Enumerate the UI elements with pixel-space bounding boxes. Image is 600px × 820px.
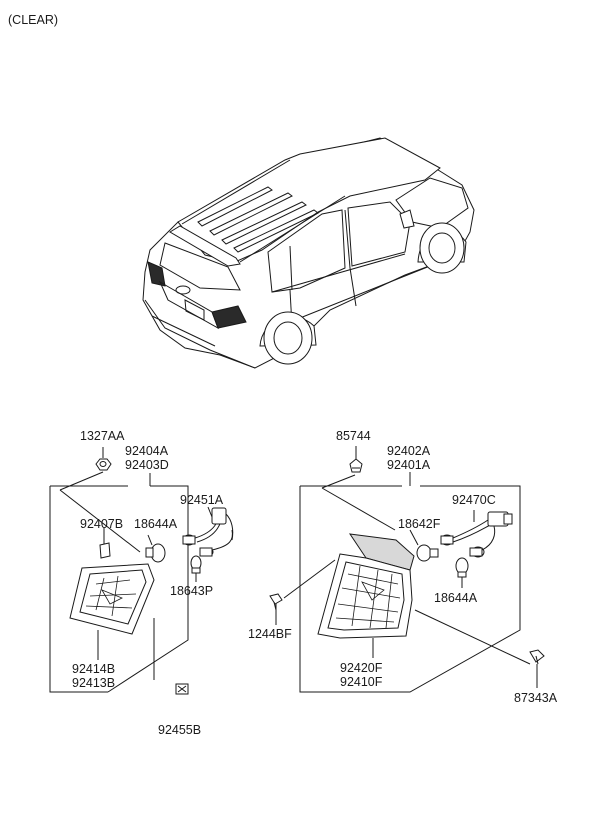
label-92414B: 92414B [72,662,115,676]
connector-92407B [99,542,111,559]
label-92407B: 92407B [80,517,123,531]
label-85744: 85744 [336,429,371,443]
clip-85744 [349,458,363,473]
bulb-18643P [190,555,202,574]
label-92470C: 92470C [452,493,496,507]
label-87343A: 87343A [514,691,558,705]
left-assembly [49,447,234,695]
label-92420F: 92420F [340,661,383,675]
nut-1327AA [95,458,112,471]
label-92404A: 92404A [125,444,169,458]
label-92403D: 92403D [125,458,169,472]
screw-87343A [529,649,545,665]
label-1327AA: 1327AA [80,429,125,443]
label-18644A-left: 18644A [134,517,178,531]
lamp-92420F [317,533,415,639]
label-92401A: 92401A [387,458,431,472]
label-92410F: 92410F [340,675,383,689]
label-18642F: 18642F [398,517,441,531]
wiring-92451A [182,507,234,557]
bulb-18644A-right [455,557,469,578]
vehicle-illustration [142,137,475,369]
label-92455B: 92455B [158,723,201,737]
label-18643P: 18643P [170,584,213,598]
bulb-18644A-left [145,543,166,563]
lamp-92414B [69,563,155,635]
label-92413B: 92413B [72,676,115,690]
variant-label: (CLEAR) [8,13,58,27]
label-92402A: 92402A [387,444,431,458]
label-1244BF: 1244BF [248,627,292,641]
label-18644A-right: 18644A [434,591,478,605]
screw-1244BF [269,593,283,611]
wiring-92470C [440,511,513,558]
bulb-18642F [416,544,439,562]
label-92451A: 92451A [180,493,224,507]
screw-92455B [175,683,189,695]
right-assembly [269,446,545,693]
